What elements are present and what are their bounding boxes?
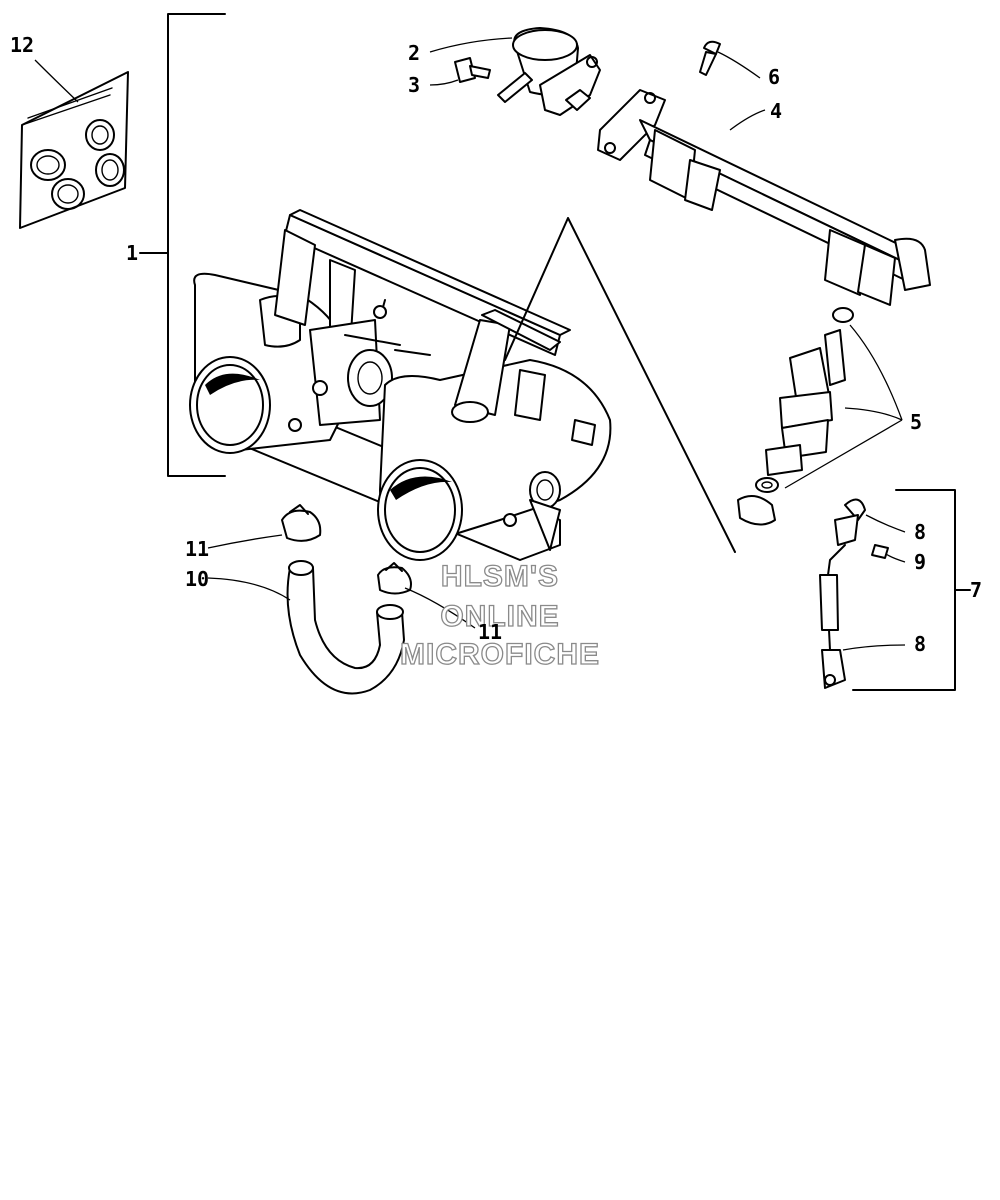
ground-wire-assembly xyxy=(819,489,971,691)
callout-2: 2 xyxy=(408,41,420,65)
callout-5: 5 xyxy=(910,410,922,434)
fuel-injector xyxy=(737,307,854,526)
regulator-screw xyxy=(454,57,491,83)
callout-1: 1 xyxy=(126,241,138,265)
watermark-line-1: HLSM'S xyxy=(441,560,559,593)
fuel-pressure-regulator xyxy=(497,27,601,116)
callout-8-upper: 8 xyxy=(914,520,926,544)
assembly-bracket xyxy=(139,13,226,477)
callout-3: 3 xyxy=(408,73,420,97)
watermark-line-2: ONLINE xyxy=(440,600,559,633)
vent-hose xyxy=(286,560,405,695)
fuel-rail xyxy=(597,89,931,306)
hose-clamp-lower xyxy=(377,562,412,595)
throttle-body-assembly xyxy=(189,209,612,561)
callout-10: 10 xyxy=(185,567,209,591)
callout-7: 7 xyxy=(970,578,982,602)
callout-9: 9 xyxy=(914,550,926,574)
watermark: HLSM'S ONLINE MICROFICHE xyxy=(399,559,600,671)
callout-12: 12 xyxy=(10,33,34,57)
gasket-kit-bag xyxy=(19,71,129,229)
callout-4: 4 xyxy=(770,99,782,123)
watermark-line-3: MICROFICHE xyxy=(400,638,600,671)
leader-lines xyxy=(34,37,906,651)
callout-11-right: 11 xyxy=(478,620,502,644)
callout-8-lower: 8 xyxy=(914,632,926,656)
callouts: 12 1 2 3 6 4 5 8 9 7 8 11 10 11 xyxy=(10,33,982,656)
hose-clamp-upper xyxy=(281,504,322,542)
reference-triangle xyxy=(504,217,736,553)
rail-screw xyxy=(699,40,721,76)
callout-11-left: 11 xyxy=(185,537,209,561)
callout-6: 6 xyxy=(768,65,780,89)
